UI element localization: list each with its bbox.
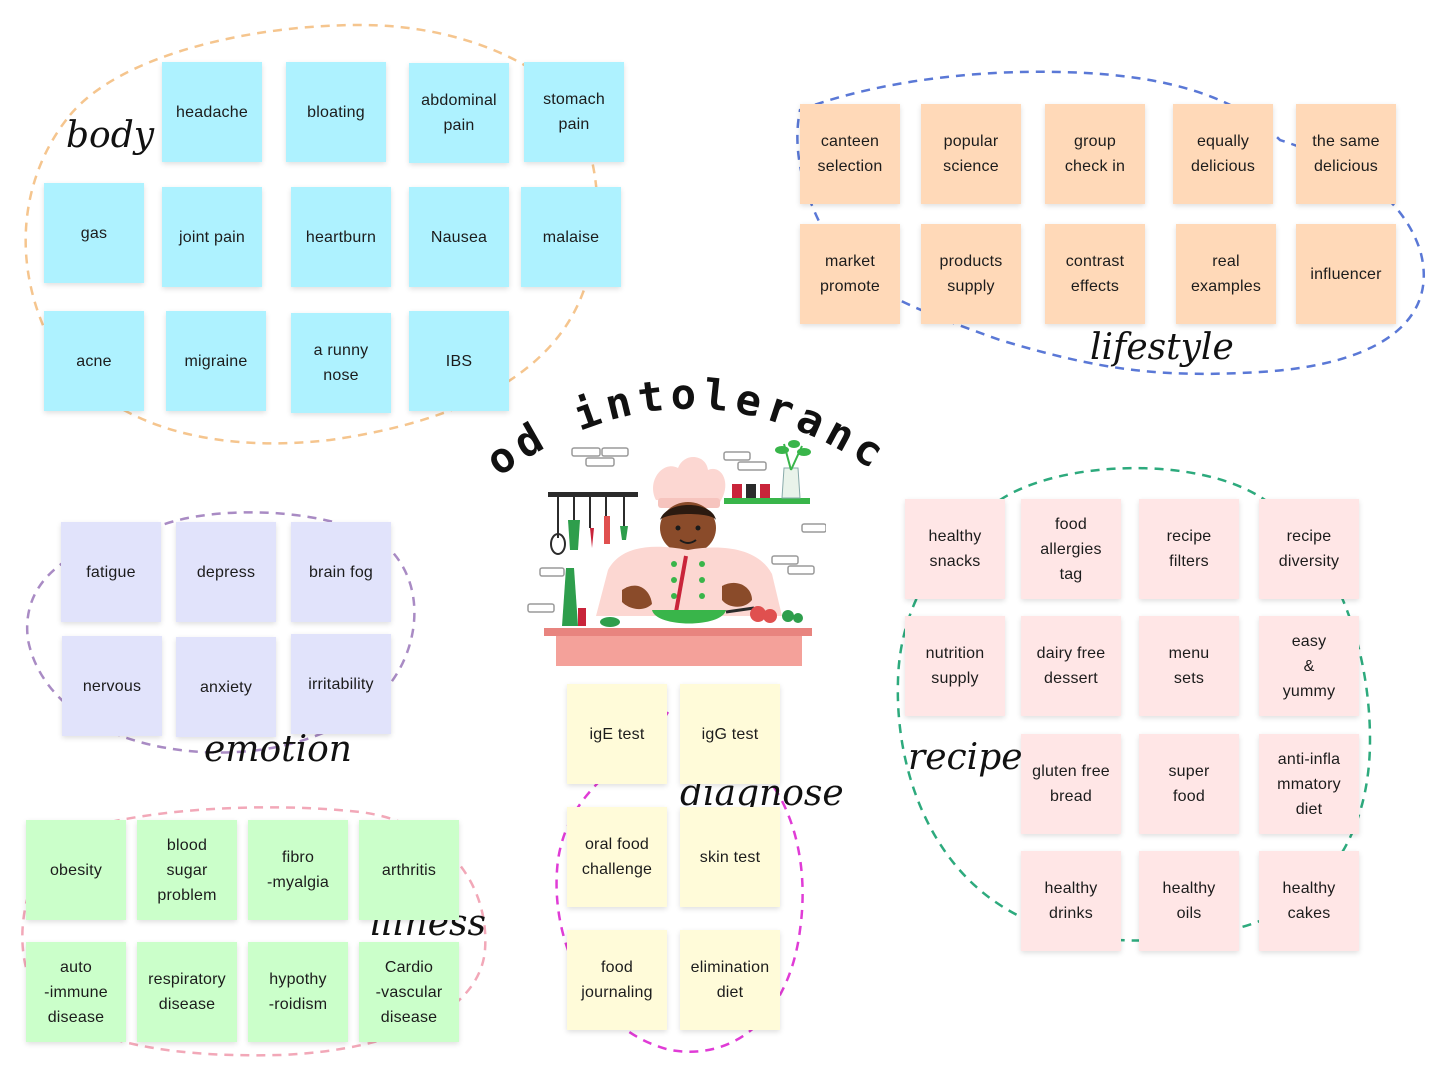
sticky-note-emotion[interactable]: brain fog xyxy=(291,522,391,622)
sticky-note-diagnose[interactable]: igE test xyxy=(567,684,667,784)
sticky-note-recipe[interactable]: healthy cakes xyxy=(1259,851,1359,951)
sticky-note-emotion[interactable]: fatigue xyxy=(61,522,161,622)
sticky-note-body[interactable]: a runny nose xyxy=(291,313,391,413)
sticky-note-illness[interactable]: blood sugar problem xyxy=(137,820,237,920)
sticky-note-emotion[interactable]: depress xyxy=(176,522,276,622)
sticky-note-lifestyle[interactable]: influencer xyxy=(1296,224,1396,324)
label-body: body xyxy=(66,115,155,156)
sticky-note-recipe[interactable]: healthy snacks xyxy=(905,499,1005,599)
sticky-note-recipe[interactable]: healthy drinks xyxy=(1021,851,1121,951)
sticky-note-lifestyle[interactable]: group check in xyxy=(1045,104,1145,204)
sticky-note-body[interactable]: gas xyxy=(44,183,144,283)
sticky-note-emotion[interactable]: anxiety xyxy=(176,637,276,737)
sticky-note-lifestyle[interactable]: canteen selection xyxy=(800,104,900,204)
label-emotion: emotion xyxy=(204,729,352,770)
label-recipe: recipe xyxy=(908,737,1023,778)
sticky-note-body[interactable]: bloating xyxy=(286,62,386,162)
sticky-note-recipe[interactable]: menu sets xyxy=(1139,616,1239,716)
sticky-note-diagnose[interactable]: oral food challenge xyxy=(567,807,667,907)
sticky-note-lifestyle[interactable]: the same delicious xyxy=(1296,104,1396,204)
sticky-note-lifestyle[interactable]: products supply xyxy=(921,224,1021,324)
sticky-note-recipe[interactable]: gluten free bread xyxy=(1021,734,1121,834)
sticky-note-body[interactable]: heartburn xyxy=(291,187,391,287)
sticky-note-diagnose[interactable]: food journaling xyxy=(567,930,667,1030)
sticky-note-body[interactable]: joint pain xyxy=(162,187,262,287)
sticky-note-lifestyle[interactable]: contrast effects xyxy=(1045,224,1145,324)
sticky-note-body[interactable]: stomach pain xyxy=(524,62,624,162)
sticky-note-lifestyle[interactable]: real examples xyxy=(1176,224,1276,324)
sticky-note-body[interactable]: headache xyxy=(162,62,262,162)
sticky-note-diagnose[interactable]: elimination diet xyxy=(680,930,780,1030)
sticky-note-body[interactable]: migraine xyxy=(166,311,266,411)
sticky-note-body[interactable]: Nausea xyxy=(409,187,509,287)
sticky-note-emotion[interactable]: irritability xyxy=(291,634,391,734)
sticky-note-recipe[interactable]: easy & yummy xyxy=(1259,616,1359,716)
sticky-note-lifestyle[interactable]: equally delicious xyxy=(1173,104,1273,204)
sticky-note-illness[interactable]: arthritis xyxy=(359,820,459,920)
sticky-note-diagnose[interactable]: skin test xyxy=(680,807,780,907)
sticky-note-recipe[interactable]: dairy free dessert xyxy=(1021,616,1121,716)
sticky-note-illness[interactable]: Cardio -vascular disease xyxy=(359,942,459,1042)
sticky-note-recipe[interactable]: food allergies tag xyxy=(1021,499,1121,599)
sticky-note-recipe[interactable]: recipe diversity xyxy=(1259,499,1359,599)
sticky-note-body[interactable]: IBS xyxy=(409,311,509,411)
sticky-note-body[interactable]: abdominal pain xyxy=(409,63,509,163)
chef-illustration xyxy=(527,440,826,666)
sticky-note-recipe[interactable]: healthy oils xyxy=(1139,851,1239,951)
sticky-note-illness[interactable]: obesity xyxy=(26,820,126,920)
sticky-note-recipe[interactable]: anti-infla mmatory diet xyxy=(1259,734,1359,834)
sticky-note-illness[interactable]: fibro -myalgia xyxy=(248,820,348,920)
sticky-note-illness[interactable]: auto -immune disease xyxy=(26,942,126,1042)
sticky-note-recipe[interactable]: super food xyxy=(1139,734,1239,834)
sticky-note-recipe[interactable]: recipe filters xyxy=(1139,499,1239,599)
sticky-note-emotion[interactable]: nervous xyxy=(62,636,162,736)
sticky-note-lifestyle[interactable]: market promote xyxy=(800,224,900,324)
sticky-note-body[interactable]: malaise xyxy=(521,187,621,287)
sticky-note-illness[interactable]: respiratory disease xyxy=(137,942,237,1042)
sticky-note-diagnose[interactable]: igG test xyxy=(680,684,780,784)
sticky-note-illness[interactable]: hypothy -roidism xyxy=(248,942,348,1042)
label-lifestyle: lifestyle xyxy=(1090,327,1234,368)
sticky-note-lifestyle[interactable]: popular science xyxy=(921,104,1021,204)
sticky-note-body[interactable]: acne xyxy=(44,311,144,411)
sticky-note-recipe[interactable]: nutrition supply xyxy=(905,616,1005,716)
